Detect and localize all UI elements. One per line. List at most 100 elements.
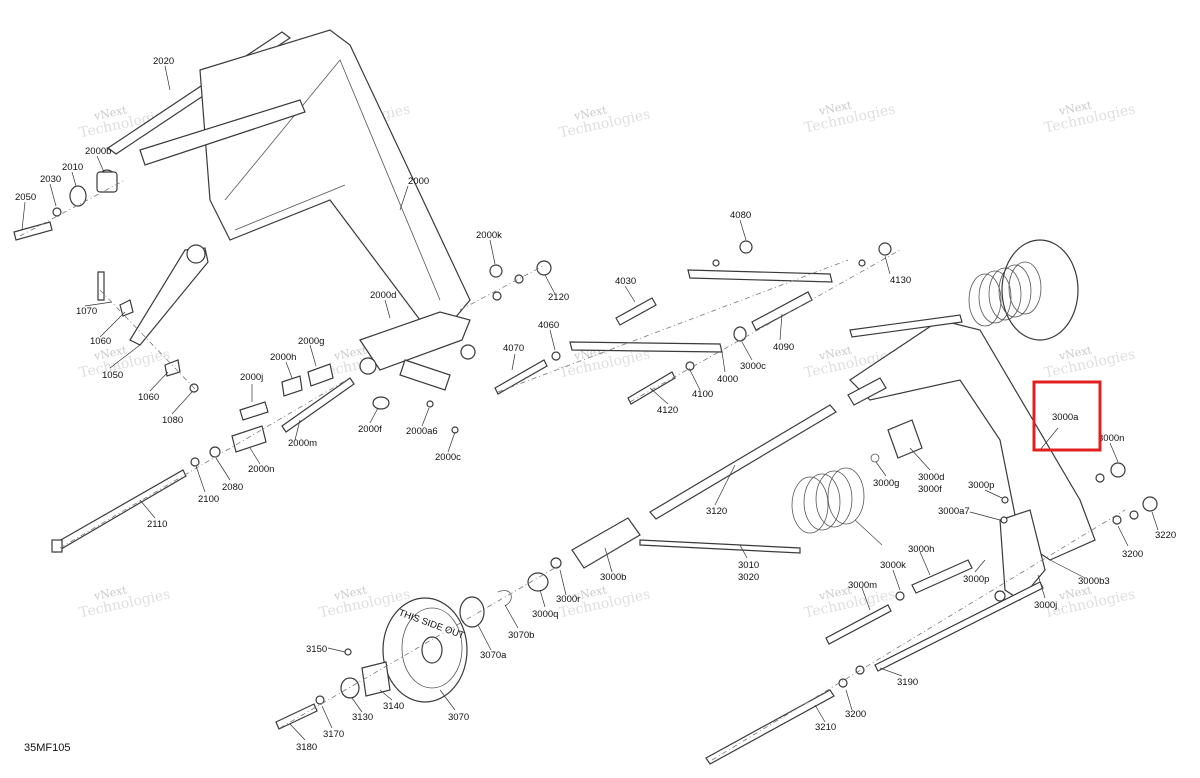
- label-1060-lower: 1060: [138, 392, 159, 403]
- label-4080: 4080: [730, 210, 751, 221]
- part-labels: 2020 2000b 2010 2030 2050 2000 2000k 212…: [15, 56, 1176, 753]
- label-3000p-lower: 3000p: [963, 574, 989, 585]
- front-arm-assembly: [13, 29, 552, 391]
- bolt-3210: [705, 689, 835, 765]
- bushing-2010: [69, 185, 87, 207]
- label-3120: 3120: [706, 506, 727, 517]
- washer-2030: [52, 207, 62, 217]
- link-upper: [687, 269, 833, 283]
- spring-cap: [1001, 239, 1079, 341]
- label-3000g: 3000g: [873, 478, 899, 489]
- label-4120: 4120: [657, 405, 678, 416]
- label-2000m: 2000m: [288, 438, 317, 449]
- bushing-2000g-end: [460, 344, 476, 360]
- washer-3000r: [550, 557, 562, 569]
- label-2120: 2120: [548, 292, 569, 303]
- label-3000f: 3000f: [918, 484, 942, 495]
- label-2000g: 2000g: [298, 336, 324, 347]
- label-2000a6: 2000a6: [406, 426, 438, 437]
- label-4100: 4100: [692, 389, 713, 400]
- label-3070a: 3070a: [480, 650, 507, 661]
- label-3190: 3190: [897, 677, 918, 688]
- bolt-3180: [275, 703, 318, 730]
- nut-2120: [536, 260, 552, 276]
- bracket-3000j: [999, 509, 1046, 601]
- label-4060: 4060: [538, 320, 559, 331]
- label-1050: 1050: [102, 370, 123, 381]
- washer-3200: [1112, 515, 1122, 525]
- washer-3000k: [895, 591, 905, 601]
- torsion-spring-3010: [639, 467, 883, 554]
- label-2050: 2050: [15, 192, 36, 203]
- bushing-3000p: [994, 590, 1006, 602]
- label-1070: 1070: [76, 306, 97, 317]
- bolt-4120: [627, 371, 676, 405]
- label-2000b: 2000b: [85, 146, 111, 157]
- label-3000c: 3000c: [740, 361, 766, 372]
- leader-lines: [21, 65, 1159, 741]
- label-3000j: 3000j: [1034, 600, 1057, 611]
- nut-4080: [739, 240, 753, 254]
- washer-3170: [315, 695, 325, 705]
- fitting-3000p-top: [1001, 496, 1009, 504]
- bolt-3000m: [825, 604, 892, 645]
- label-3170: 3170: [323, 729, 344, 740]
- document-code: 35MF105: [24, 742, 71, 754]
- washer-4060: [551, 351, 561, 361]
- fitting-3150: [344, 648, 352, 656]
- label-3210: 3210: [815, 722, 836, 733]
- shock-link-assembly: [97, 244, 209, 393]
- crossbar: [139, 99, 306, 166]
- spacer-1060a: [119, 299, 134, 317]
- idler-wheel-assembly: THIS SIDE OUT: [275, 557, 562, 730]
- rear-arm-assembly: [571, 239, 1158, 765]
- ring-3070b: [497, 590, 512, 607]
- label-1060-upper: 1060: [90, 336, 111, 347]
- label-4030: 4030: [615, 276, 636, 287]
- washer-3200b: [838, 678, 848, 688]
- washer-2100: [190, 457, 200, 467]
- label-2000: 2000: [408, 176, 429, 187]
- label-3000b3: 3000b3: [1078, 576, 1110, 587]
- spacer-1060b: [164, 359, 181, 377]
- label-3070: 3070: [448, 712, 469, 723]
- label-3000k: 3000k: [880, 560, 906, 571]
- nut-2000k: [489, 264, 503, 278]
- bushing-3000c: [733, 326, 747, 342]
- bushing-2000j: [239, 401, 269, 421]
- label-3140: 3140: [383, 701, 404, 712]
- pin-3000h: [911, 559, 973, 594]
- label-3000m: 3000m: [848, 580, 877, 591]
- washer-4100: [685, 361, 695, 371]
- arm-crossbar: [849, 314, 963, 338]
- label-3000d: 3000d: [918, 472, 944, 483]
- label-3000a7: 3000a7: [938, 506, 970, 517]
- spacer-4030: [615, 297, 657, 326]
- label-3150: 3150: [306, 644, 327, 655]
- shaft-3190: [874, 581, 1044, 672]
- label-3070b: 3070b: [508, 630, 534, 641]
- nut-3000n: [1110, 462, 1126, 478]
- label-2000n: 2000n: [248, 464, 274, 475]
- label-3180: 3180: [296, 742, 317, 753]
- label-3000q: 3000q: [532, 609, 558, 620]
- label-2010: 2010: [62, 162, 83, 173]
- spacer-3140: [361, 661, 391, 697]
- fitting-3000a7: [1000, 516, 1008, 524]
- fitting-2000a6: [426, 400, 434, 408]
- label-2020: 2020: [153, 56, 174, 67]
- label-4070: 4070: [503, 343, 524, 354]
- spacer-3000q: [527, 572, 549, 592]
- label-3200-lower: 3200: [845, 709, 866, 720]
- label-3000a: 3000a: [1052, 412, 1079, 423]
- label-3000r: 3000r: [556, 594, 580, 605]
- link-plate: [399, 359, 451, 391]
- label-3010: 3010: [738, 560, 759, 571]
- washer-2080: [209, 446, 221, 458]
- label-3000n: 3000n: [1098, 433, 1124, 444]
- label-2000d: 2000d: [370, 290, 396, 301]
- clip-3000g: [870, 453, 880, 463]
- bushing-3130: [340, 677, 360, 699]
- nut-4130: [878, 242, 892, 256]
